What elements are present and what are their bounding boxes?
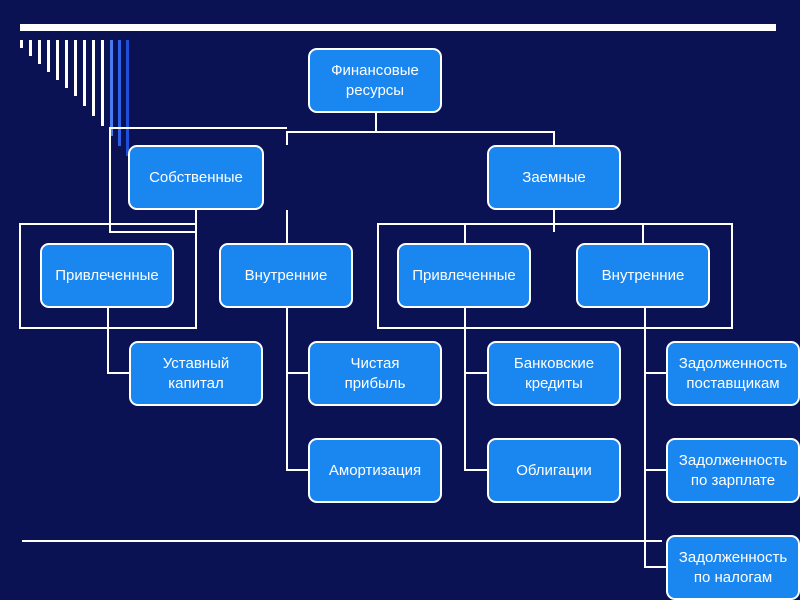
connector-own-internal-trunk [286,308,310,471]
deco-stripe [110,40,113,136]
deco-stripe [29,40,32,56]
connector-borrowed-internal-trunk [644,308,667,568]
deco-stripe [38,40,41,64]
node-debt-taxes: Задолженность по налогам [666,535,800,600]
deco-stripe [92,40,95,116]
deco-stripe [83,40,86,106]
node-depreciation: Амортизация [308,438,442,503]
connector-own-attracted-box [19,223,197,329]
connector-root-to-borrowed [376,131,555,145]
connector-root-to-own [286,112,377,145]
node-bank-loans: Банковские кредиты [487,341,621,406]
connector-own-bracket [109,127,287,145]
node-borrowed-internal: Внутренние [576,243,710,308]
deco-stripe [74,40,77,96]
deco-stripe [118,40,121,146]
deco-stripe [126,40,129,156]
deco-stripe [20,40,23,48]
connector-own-frame [109,128,197,233]
node-borrowed: Заемные [487,145,621,210]
node-debt-suppliers: Задолженность поставщикам [666,341,800,406]
node-own-internal: Внутренние [219,243,353,308]
connector-borrowed-attracted-trunk [464,308,488,471]
connector-own-attracted-to-capital [107,308,130,374]
node-own-attracted: Привлеченные [40,243,174,308]
bottom-divider [22,540,662,542]
deco-stripe [65,40,68,88]
node-bonds: Облигации [487,438,621,503]
node-own: Собственные [128,145,264,210]
node-charter-capital: Уставный капитал [129,341,263,406]
node-net-profit: Чистая прибыль [308,341,442,406]
top-divider [20,24,776,31]
node-financial-resources: Финансовые ресурсы [308,48,442,113]
deco-stripe [101,40,104,126]
connector-borrowed-attracted-box [377,223,733,329]
node-borrowed-attracted: Привлеченные [397,243,531,308]
node-debt-salary: Задолженность по зарплате [666,438,800,503]
deco-stripe [47,40,50,72]
deco-stripe [56,40,59,80]
